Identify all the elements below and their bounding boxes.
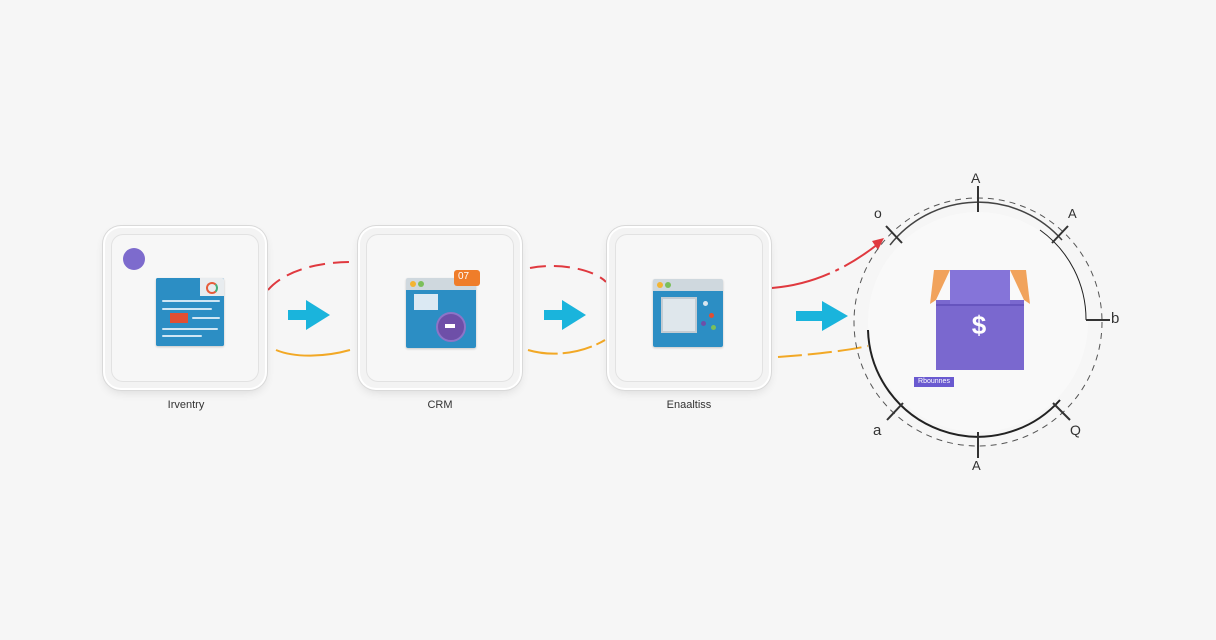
profile-badge-bar: [445, 324, 455, 328]
perimeter-glyph: A: [971, 170, 981, 186]
red-link-1: [267, 261, 351, 291]
flow-arrow-icon: [544, 300, 586, 330]
window-dot: [665, 282, 671, 288]
red-link-3: [771, 243, 879, 289]
inventory-window-icon: [156, 278, 224, 346]
analytics-node[interactable]: [609, 228, 769, 388]
flow-arrow-icon: [796, 301, 848, 331]
window-titlebar: [653, 279, 723, 291]
inventory-node[interactable]: [105, 228, 265, 388]
window-dot: [410, 281, 416, 287]
data-dot: [711, 325, 716, 330]
orange-link-3: [777, 345, 869, 358]
node-label: CRM: [427, 399, 453, 411]
window-dot: [657, 282, 663, 288]
perimeter-glyph: b: [1111, 310, 1120, 327]
play-button-icon: [170, 313, 188, 323]
perimeter-glyph: Q: [1070, 422, 1081, 438]
analytics-window-icon: [653, 279, 723, 347]
crm-tag-icon: [454, 270, 480, 286]
crm-window-icon: [406, 278, 476, 348]
status-dot: [123, 248, 145, 270]
note-card: [414, 294, 438, 310]
perimeter-glyph: A: [972, 458, 981, 473]
text-line: [162, 335, 202, 337]
text-line: [162, 308, 212, 310]
window-dot: [418, 281, 424, 287]
crm-node[interactable]: 07: [360, 228, 520, 388]
red-arrowhead: [872, 238, 884, 250]
orange-link-1: [275, 349, 351, 357]
text-line: [192, 317, 220, 319]
data-dot: [709, 313, 714, 318]
crm-tag-text: 07: [458, 271, 470, 282]
ring-chart-icon: [206, 282, 218, 294]
chip-icon: [661, 297, 697, 333]
storefront-icon: [930, 270, 1030, 370]
node-label: Irventry: [167, 399, 205, 411]
text-line: [162, 328, 218, 330]
node-label: Enaaltiss: [666, 399, 712, 411]
store-tag: Rbounnes: [914, 377, 954, 387]
orange-link-2: [527, 339, 606, 355]
perimeter-glyph: o: [874, 205, 882, 221]
flow-arrow-icon: [288, 300, 330, 330]
data-dot: [701, 321, 706, 326]
red-link-2: [529, 265, 607, 283]
text-line: [162, 300, 220, 302]
currency-symbol: $: [971, 310, 987, 340]
perimeter-glyph: A: [1068, 206, 1077, 221]
perimeter-glyph: a: [873, 422, 882, 439]
data-dot: [703, 301, 708, 306]
